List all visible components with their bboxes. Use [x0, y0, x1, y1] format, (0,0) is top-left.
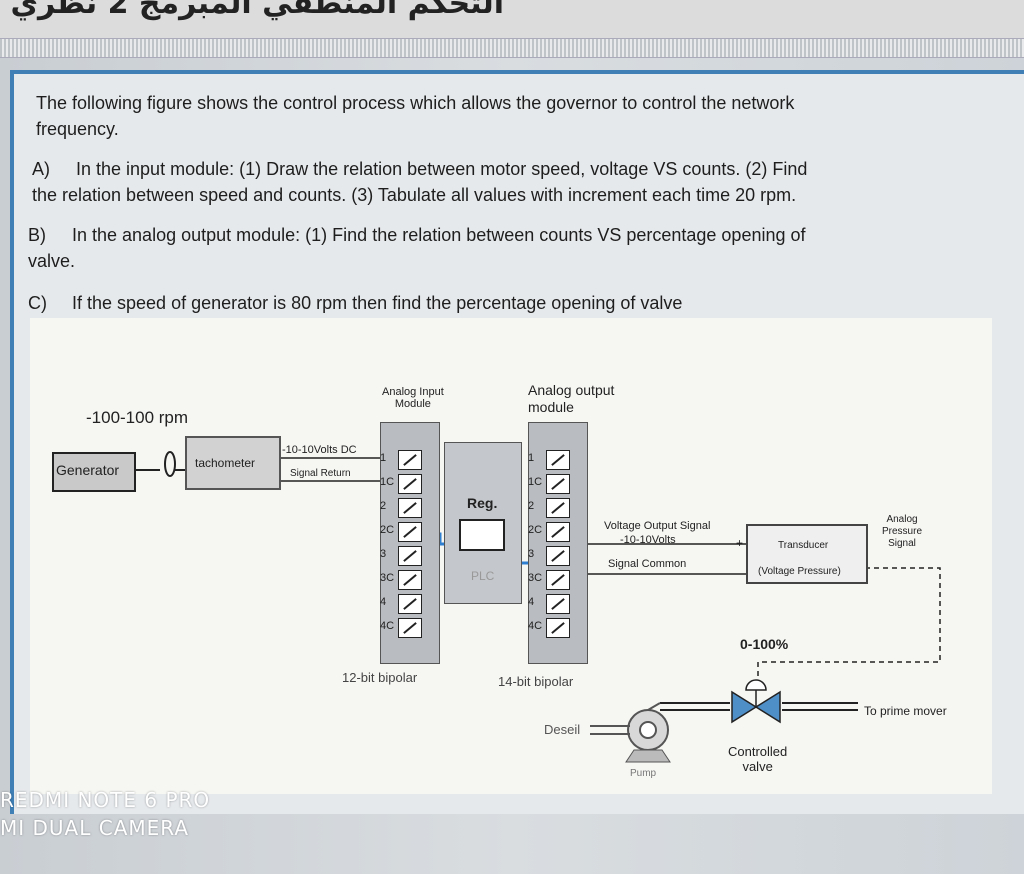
terminal-number: 2C [380, 524, 395, 536]
terminal-screw [546, 618, 570, 638]
analog-pressure-1: Analog [886, 514, 918, 525]
transducer-label: Transducer [778, 540, 829, 551]
terminal-number: 1C [528, 476, 543, 488]
reg-label: Reg. [467, 495, 498, 511]
part-b-text1: In the analog output module: (1) Find th… [72, 225, 806, 245]
part-b-line2: valve. [28, 251, 76, 271]
terminal-number: 2 [380, 500, 387, 512]
register-box [459, 519, 505, 551]
analog-input-title-1: Analog Input [382, 386, 444, 398]
terminal-number: 3 [528, 548, 535, 560]
terminal-number: 3C [528, 572, 543, 584]
analog-input-title-2: Module [394, 398, 431, 410]
minus-terminal: - [736, 566, 740, 580]
signal-common-label: Signal Common [608, 558, 687, 570]
camera-watermark-line2: MI DUAL CAMERA [0, 816, 190, 840]
plc-label: PLC [471, 569, 495, 583]
terminal-screw [546, 498, 570, 518]
terminal-screw [398, 618, 422, 638]
part-c-line: C) If the speed of generator is 80 rpm th… [28, 290, 682, 316]
plus-terminal: + [736, 536, 744, 550]
part-b-letter: B) [28, 225, 46, 245]
page-header: التحكم المنطقي المبرمج 2 نظري [0, 0, 1024, 40]
tachometer-label: tachometer [195, 456, 256, 470]
terminal-screw [546, 522, 570, 542]
transducer-sub-label: (Voltage Pressure) [758, 566, 841, 577]
terminal-number: 1C [380, 476, 395, 488]
part-c-text: If the speed of generator is 80 rpm then… [72, 293, 683, 313]
terminal-number: 1 [528, 452, 535, 464]
terminal-number: 3 [380, 548, 387, 560]
analog-output-title-1: Analog output [528, 382, 615, 398]
terminal-screw [398, 546, 422, 566]
terminal-screw [398, 474, 422, 494]
terminal-screw [546, 570, 570, 590]
arabic-course-title: التحكم المنطقي المبرمج 2 نظري [10, 0, 504, 21]
terminal-number: 4 [380, 596, 387, 608]
terminal-number: 1 [380, 452, 387, 464]
part-c-letter: C) [28, 293, 47, 313]
analog-input-title: Analog Input Module [382, 386, 444, 410]
analog-pressure-signal-label: Analog Pressure Signal [882, 514, 922, 550]
speed-range-label: -100-100 rpm [86, 408, 189, 427]
controlled-valve-2: valve [742, 759, 773, 774]
analog-pressure-3: Signal [888, 538, 916, 549]
to-prime-mover-label: To prime mover [864, 704, 947, 718]
terminal-number: 4C [528, 620, 543, 632]
controlled-valve-label: Controlled valve [728, 744, 787, 774]
terminal-screw [398, 450, 422, 470]
deseil-label: Deseil [544, 722, 581, 737]
terminal-number: 2 [528, 500, 535, 512]
question-intro-line2: frequency. [36, 119, 119, 139]
input-resolution-label: 12-bit bipolar [342, 670, 418, 685]
tach-return-label: Signal Return [290, 468, 351, 479]
terminal-number: 2C [528, 524, 543, 536]
controlled-valve-1: Controlled [728, 744, 788, 759]
part-a-line1: A) In the input module: (1) Draw the rela… [32, 156, 807, 182]
analog-output-title: Analog output module [528, 382, 614, 416]
terminal-screw [546, 474, 570, 494]
part-a-text1: In the input module: (1) Draw the relati… [76, 159, 808, 179]
header-divider [0, 38, 1024, 58]
percent-range-label: 0-100% [740, 636, 789, 652]
terminal-number: 4C [380, 620, 395, 632]
terminal-screw [546, 546, 570, 566]
generator-box: Generator [52, 452, 136, 492]
terminal-screw [546, 594, 570, 614]
terminal-screw [398, 522, 422, 542]
output-resolution-label: 14-bit bipolar [498, 674, 574, 689]
terminal-number: 3C [380, 572, 395, 584]
analog-output-title-2: module [528, 399, 574, 415]
terminal-screw [398, 594, 422, 614]
pump-label: Pump [630, 768, 657, 779]
voltage-output-range-label: -10-10Volts [620, 534, 676, 546]
terminal-screw [546, 450, 570, 470]
tachometer-box: tachometer [185, 436, 281, 490]
question-intro-line1: The following figure shows the control p… [36, 93, 795, 113]
terminal-screw [398, 570, 422, 590]
tach-signal-label: -10-10Volts DC [282, 444, 357, 456]
part-a-letter: A) [32, 159, 50, 179]
transducer-box: Transducer (Voltage Pressure) [746, 524, 868, 584]
terminal-screw [398, 498, 422, 518]
plc-processor: Reg. PLC [444, 442, 522, 604]
control-process-figure: -100-100 rpm Generator tachometer -10-10… [30, 318, 992, 794]
terminal-number: 4 [528, 596, 535, 608]
voltage-output-signal-label: Voltage Output Signal [604, 520, 711, 532]
generator-label: Generator [56, 462, 120, 478]
part-a-line2: the relation between speed and counts. (… [32, 185, 797, 205]
analog-pressure-2: Pressure [882, 526, 923, 537]
camera-watermark-line1: REDMI NOTE 6 PRO [0, 788, 211, 812]
part-b-line1: B) In the analog output module: (1) Find … [28, 222, 806, 248]
